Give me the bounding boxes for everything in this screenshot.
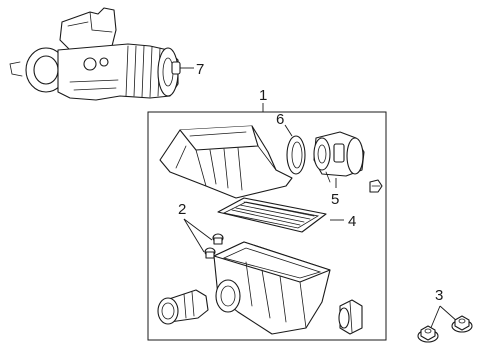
hose-connector [338, 299, 363, 335]
air-cleaner-box [213, 241, 331, 335]
callout-2-leader-a [183, 218, 205, 253]
inlet-duct [157, 289, 209, 325]
callout-4: 4 [348, 213, 356, 230]
callout-3-leader-a [429, 305, 441, 331]
bolt [369, 179, 383, 193]
airflow-sensor [313, 131, 365, 183]
filter-element [217, 197, 327, 233]
intake-tube-assembly [9, 7, 181, 101]
callout-1: 1 [259, 87, 267, 104]
seal-ring [286, 135, 306, 175]
callout-5: 5 [331, 191, 339, 208]
air-cleaner-cover [159, 125, 293, 199]
callout-2: 2 [178, 201, 186, 218]
callout-3: 3 [435, 287, 443, 304]
callout-6-leader [284, 124, 293, 137]
callout-2-leader-b [183, 218, 213, 241]
callout-6: 6 [276, 111, 284, 128]
callout-3-leader-b [439, 305, 459, 323]
grommets [204, 233, 224, 259]
flange-nuts [417, 315, 473, 343]
callout-7: 7 [196, 61, 204, 78]
assembly-frame [147, 111, 387, 341]
